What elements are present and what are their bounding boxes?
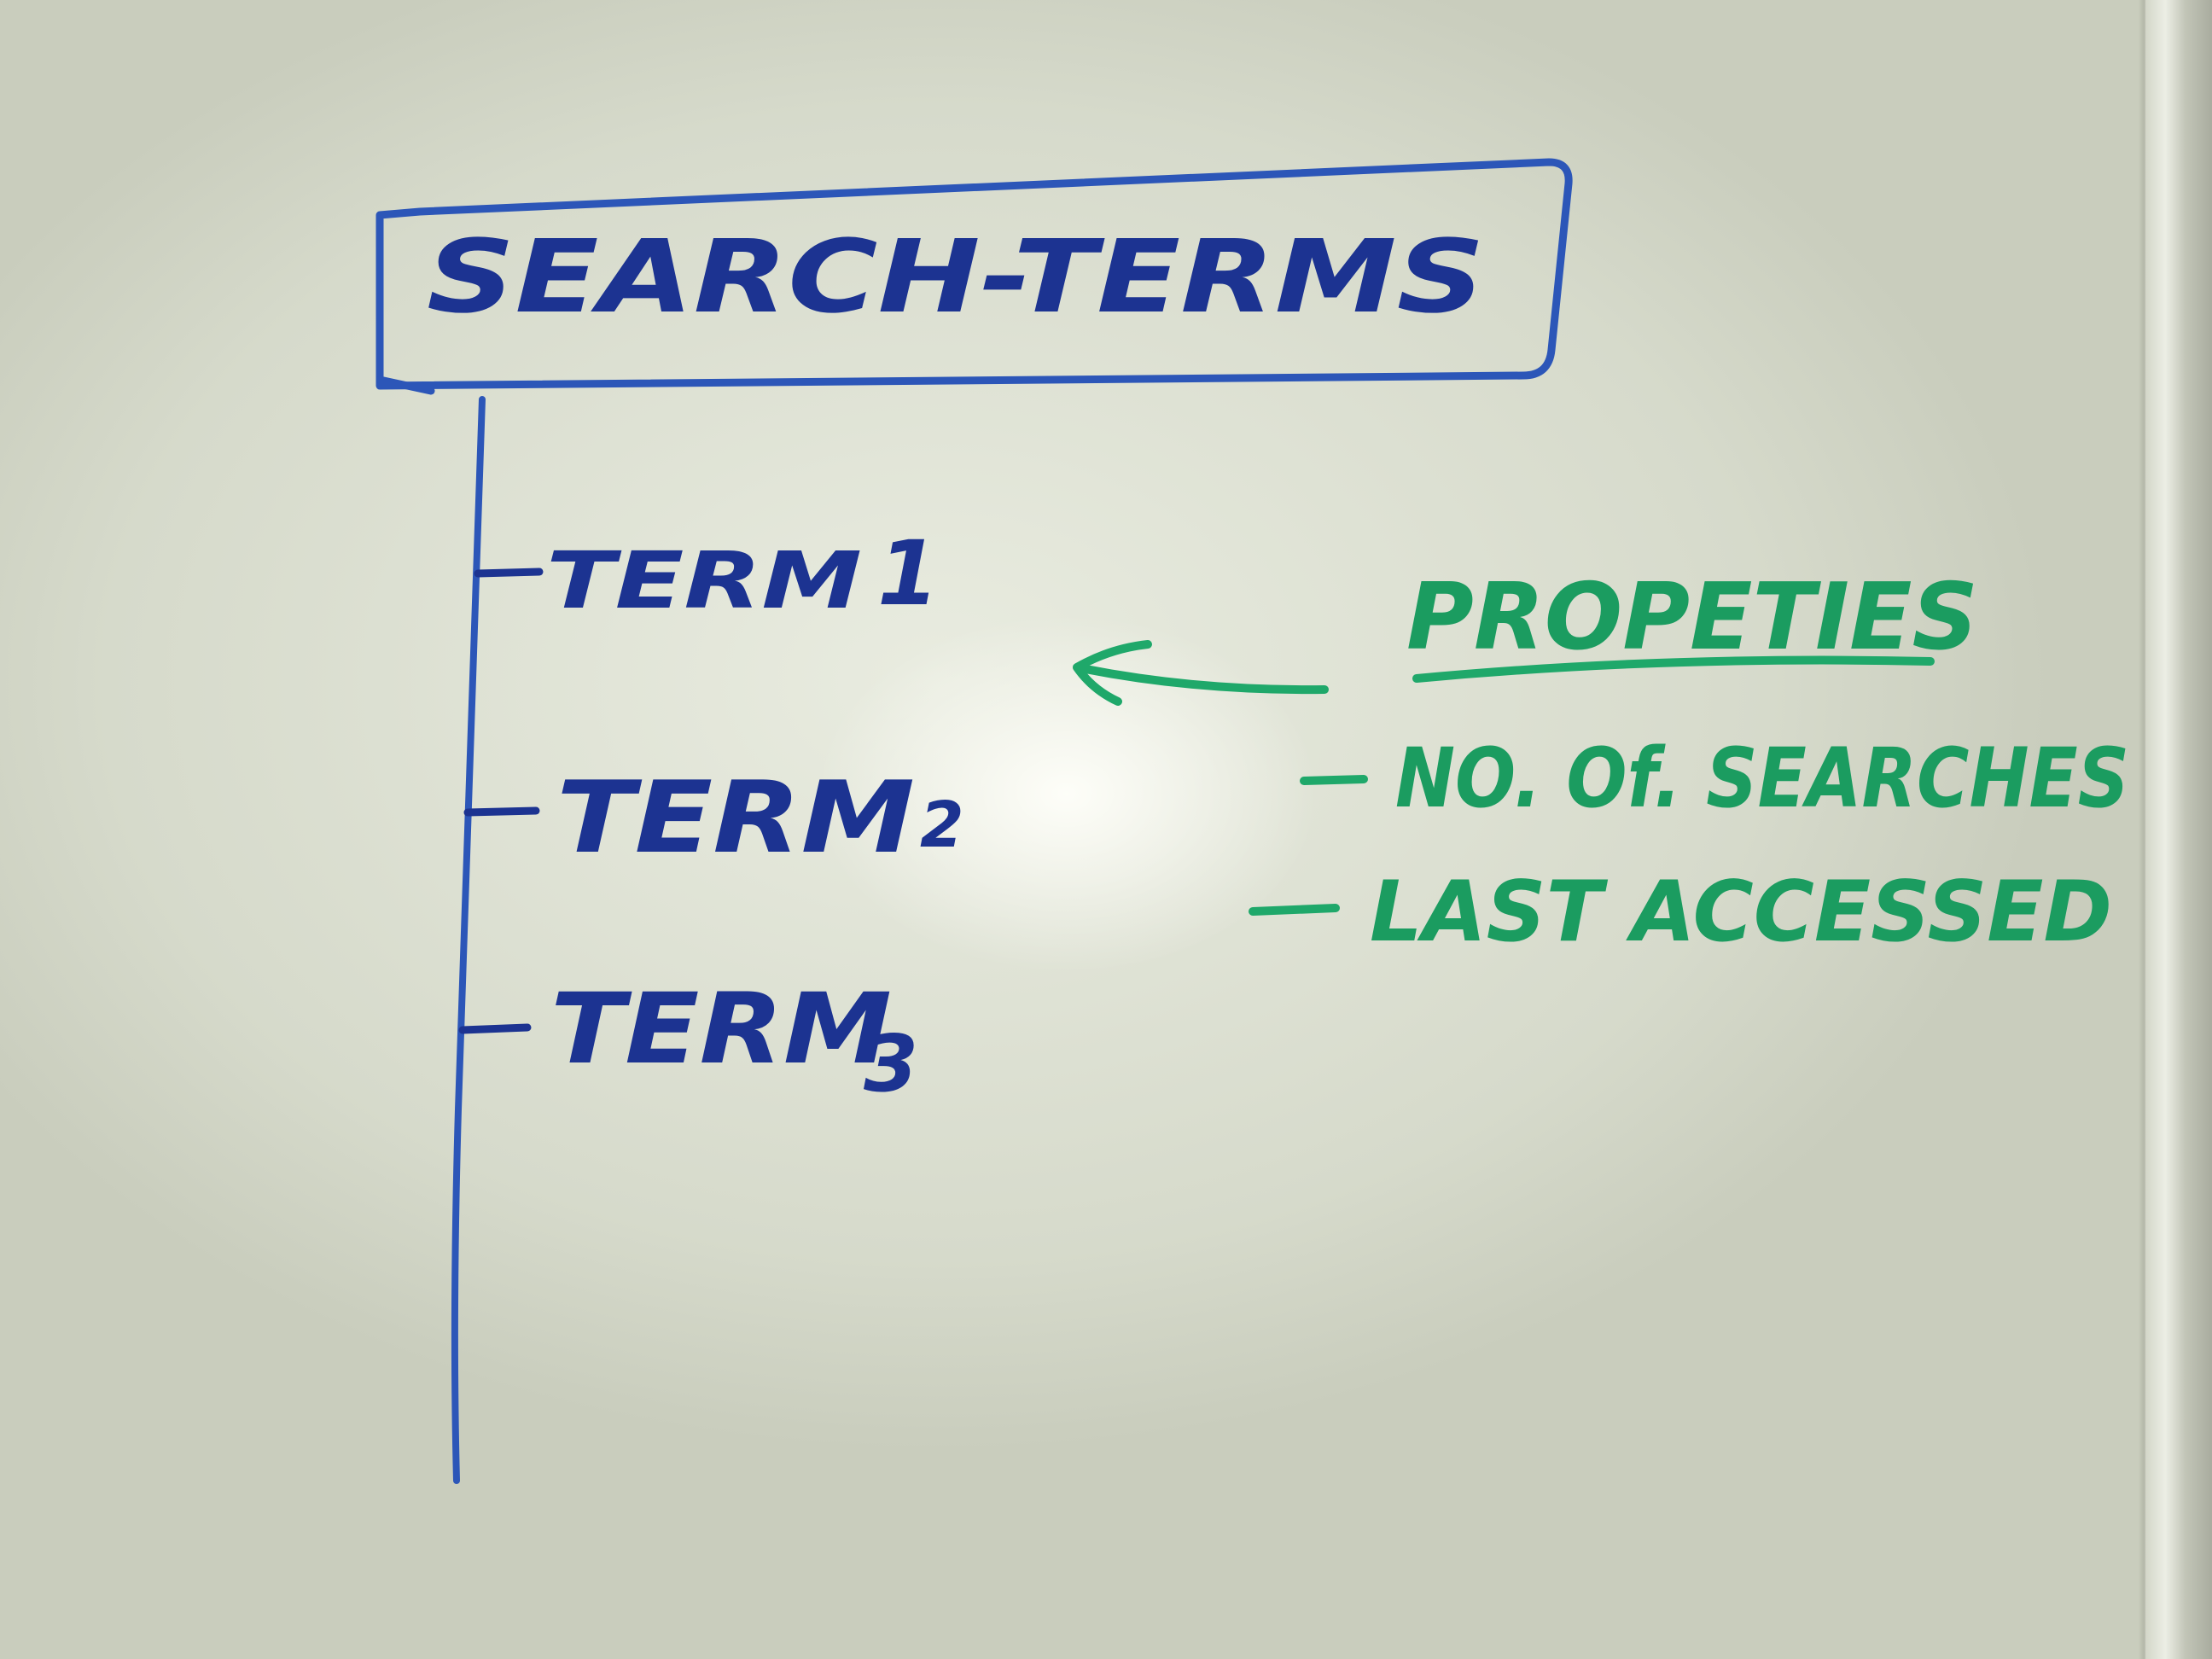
child-node-1: TERM 1	[474, 521, 939, 626]
child-1-subscript: 1	[877, 521, 939, 626]
pointer-arrow-icon	[1073, 640, 1329, 706]
property-1-label: NO. Of. SEARCHES	[1395, 731, 2129, 826]
child-1-label: TERM	[546, 535, 862, 626]
root-box-corner-mark	[375, 375, 435, 395]
root-node: SEARCH-TERMS	[375, 158, 1573, 395]
child-2-subscript: 2	[920, 789, 964, 862]
root-box	[375, 158, 1573, 390]
child-node-3: TERM 3	[458, 972, 918, 1109]
child-3-branch	[458, 1023, 532, 1034]
board-frame	[2144, 0, 2212, 1659]
properties-annotation: PROPETIES NO. Of. SEARCHES LAST ACCESSED	[1073, 564, 2129, 961]
child-1-branch	[474, 568, 544, 578]
tree-trunk-line	[451, 396, 486, 1484]
child-node-2: TERM 2	[463, 760, 964, 876]
property-2-label: LAST ACCESSED	[1370, 864, 2112, 961]
child-3-label: TERM	[550, 972, 892, 1086]
properties-underline	[1412, 655, 1935, 683]
board-frame-shadow	[2139, 0, 2145, 1659]
child-3-subscript: 3	[864, 1018, 918, 1109]
properties-heading: PROPETIES	[1406, 564, 1978, 671]
child-2-label: TERM	[556, 760, 915, 876]
root-label: SEARCH-TERMS	[427, 218, 1485, 335]
child-2-branch	[463, 806, 540, 817]
property-2-dash	[1249, 904, 1340, 916]
property-1-dash	[1300, 775, 1368, 785]
